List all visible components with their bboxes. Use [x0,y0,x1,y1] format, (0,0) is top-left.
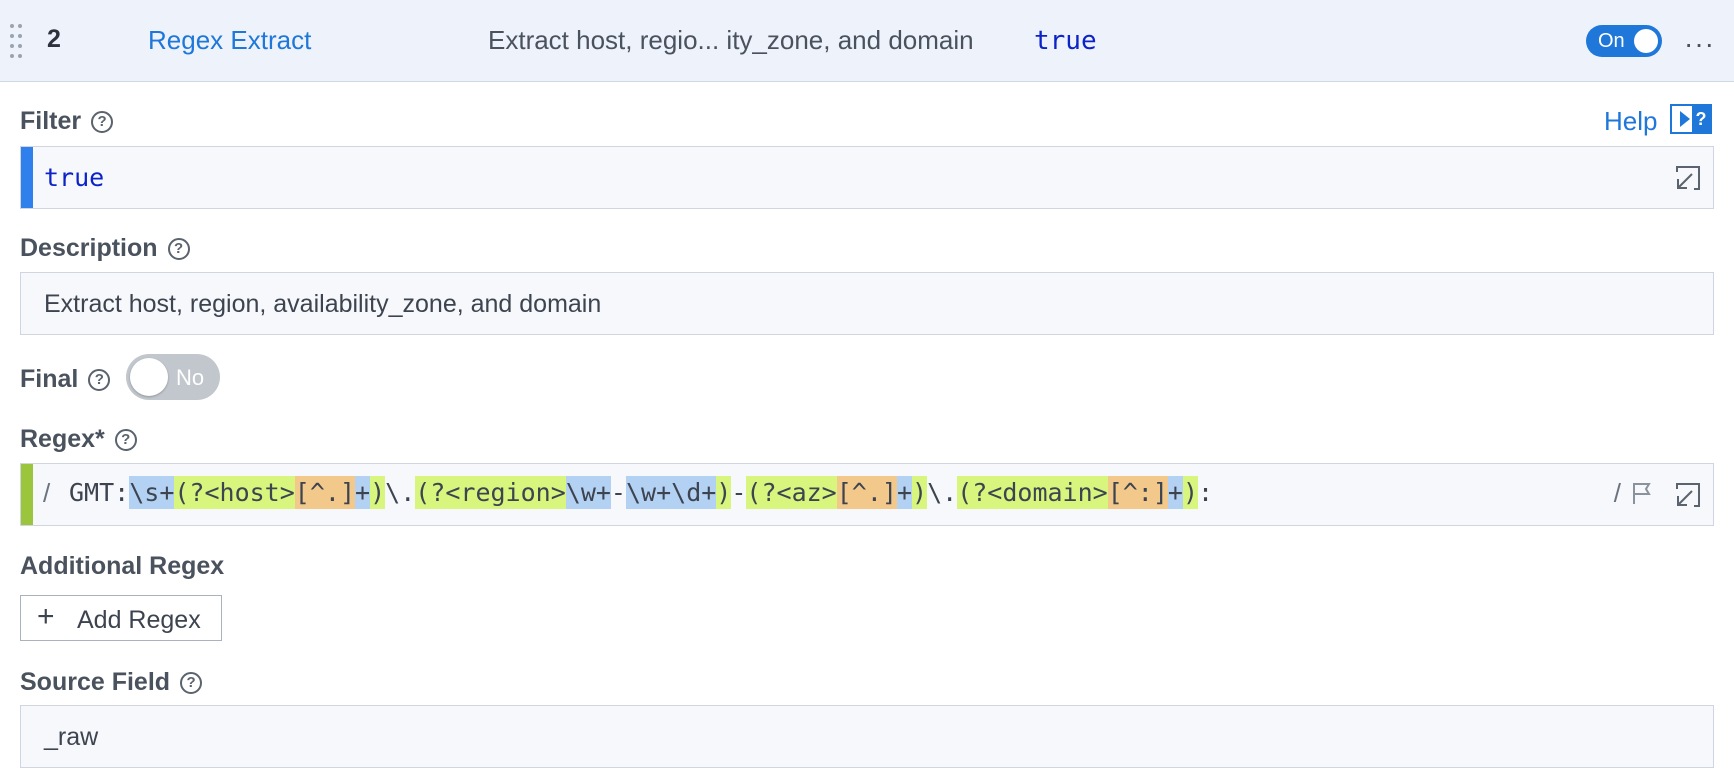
regex-token: (?<host> [174,476,295,509]
help-panel-toggle-icon[interactable]: ? [1670,104,1712,134]
expand-editor-icon[interactable] [1673,480,1703,510]
filter-label: Filter? [20,107,114,136]
help-link[interactable]: Help [1604,106,1658,136]
drag-handle-icon[interactable] [10,24,24,58]
description-label: Description? [20,234,190,263]
expand-editor-icon[interactable] [1673,163,1703,193]
regex-token: \s+ [129,476,175,509]
filter-help-icon[interactable]: ? [91,111,114,134]
regex-help-icon[interactable]: ? [114,429,137,452]
regex-token: - [610,478,626,507]
regex-token: (?<domain> [957,476,1108,509]
regex-token: + [1167,476,1183,509]
toggle-knob [1634,29,1658,53]
filter-input[interactable]: true [44,163,105,192]
regex-open-delimiter: / [43,478,51,508]
regex-token: + [355,476,371,509]
enabled-toggle-label: On [1598,30,1625,52]
regex-token: \w+\d+ [625,476,717,509]
regex-token: \. [927,478,958,507]
regex-close-delimiter: / [1613,478,1621,508]
step-number: 2 [47,25,61,53]
regex-token: \w+ [565,476,611,509]
source-field-input[interactable]: _raw [44,723,99,751]
regex-token: ) [370,476,386,509]
source-field-help-icon[interactable]: ? [180,672,203,695]
regex-token: ) [716,476,732,509]
regex-token: (?<region> [415,476,566,509]
plus-icon: + [37,600,55,633]
final-help-icon[interactable]: ? [88,369,111,392]
filter-field[interactable]: true [20,146,1714,209]
final-toggle-label: No [176,365,205,390]
regex-label: Regex*? [20,425,137,454]
regex-token: - [731,478,747,507]
regex-token: [^.] [294,476,356,509]
regex-token: + [896,476,913,509]
regex-input[interactable]: GMT:\s+(?<host>[^.]+)\.(?<region>\w+-\w+… [69,476,1214,509]
final-toggle[interactable]: No [126,354,220,400]
regex-field[interactable]: / GMT:\s+(?<host>[^.]+)\.(?<region>\w+-\… [20,463,1714,526]
filter-accent-bar [21,147,33,208]
regex-flags-icon[interactable] [1629,480,1655,506]
source-field[interactable]: _raw [20,705,1714,768]
regex-accent-bar [21,464,33,525]
regex-token: [^.] [836,476,897,509]
description-input[interactable]: Extract host, region, availability_zone,… [44,290,602,318]
regex-token: GMT: [69,478,130,507]
additional-regex-label: Additional Regex [20,552,225,580]
regex-token: ) [1182,476,1199,509]
more-options-icon[interactable]: ··· [1684,28,1715,59]
final-label: Final? [20,365,111,394]
description-help-icon[interactable]: ? [167,238,190,261]
regex-token: ) [912,476,928,509]
description-field[interactable]: Extract host, region, availability_zone,… [20,272,1714,335]
enabled-toggle[interactable]: On [1586,25,1662,57]
regex-token: [^:] [1107,476,1168,509]
header-description: Extract host, regio... ity_zone, and dom… [488,25,974,55]
regex-token: : [1198,478,1214,507]
source-field-label: Source Field? [20,668,203,697]
function-name-link[interactable]: Regex Extract [148,25,312,55]
regex-token: \. [385,478,416,507]
header-filter-expression: true [1034,26,1097,56]
regex-token: (?<az> [746,476,837,509]
function-row-header[interactable]: 2 Regex Extract Extract host, regio... i… [0,0,1734,82]
toggle-knob [130,358,168,396]
add-regex-button[interactable]: + Add Regex [20,595,222,641]
